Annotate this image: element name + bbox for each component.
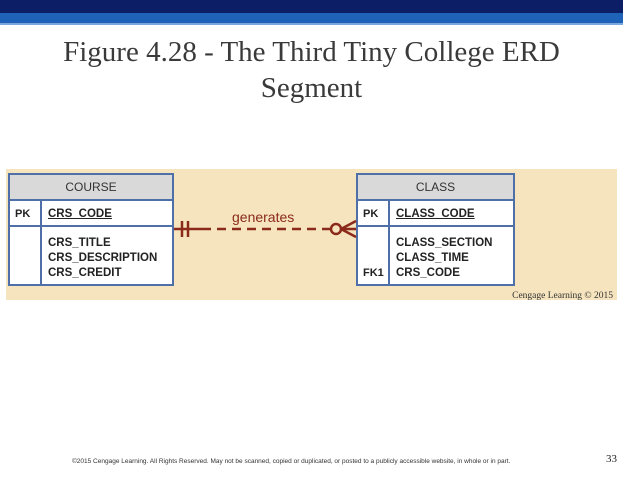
class-attribute: CLASS_TIME (396, 252, 469, 264)
course-pk-label: PK (10, 201, 42, 225)
slide-title: Figure 4.28 - The Third Tiny College ERD… (63, 36, 560, 104)
course-entity-name: COURSE (10, 175, 172, 201)
class-pk-label: PK (358, 201, 390, 225)
class-entity-name: CLASS (358, 175, 513, 201)
course-attribute-row: CRS_TITLE CRS_DESCRIPTION CRS_CREDIT (10, 227, 172, 285)
copyright-footer: ©2015 Cengage Learning. All Rights Reser… (72, 458, 511, 465)
optional-circle (329, 222, 343, 236)
header-band-light (0, 13, 623, 23)
course-attribute: CRS_DESCRIPTION (48, 252, 158, 264)
class-fk-label: FK1 (363, 267, 384, 279)
course-attribute: CRS_CREDIT (48, 267, 122, 279)
course-key-column (10, 227, 42, 285)
header-band-dark (0, 0, 623, 13)
relationship-label: generates (232, 209, 295, 225)
class-pk-row: PK CLASS_CODE (358, 201, 513, 227)
crowsfoot-lower (340, 227, 357, 239)
course-attribute: CRS_TITLE (48, 237, 111, 249)
course-pk-attribute: CRS_CODE (48, 208, 112, 220)
class-attribute-row: FK1 CLASS_SECTION CLASS_TIME CRS_CODE (358, 227, 513, 285)
class-pk-attribute: CLASS_CODE (396, 208, 475, 220)
header-band-line (0, 23, 623, 25)
class-attribute: CRS_CODE (396, 267, 460, 279)
class-entity: CLASS PK CLASS_CODE FK1 CLASS_SECTION CL… (356, 173, 515, 286)
crowsfoot-upper (340, 219, 357, 231)
course-pk-row: PK CRS_CODE (10, 201, 172, 227)
course-entity: COURSE PK CRS_CODE CRS_TITLE CRS_DESCRIP… (8, 173, 174, 286)
page-number: 33 (606, 453, 617, 465)
class-attribute-list: CLASS_SECTION CLASS_TIME CRS_CODE (390, 227, 513, 285)
class-attribute: CLASS_SECTION (396, 237, 493, 249)
class-key-column: FK1 (358, 227, 390, 285)
relationship-line (174, 219, 357, 239)
figure-credit: Cengage Learning © 2015 (512, 291, 613, 301)
course-attribute-list: CRS_TITLE CRS_DESCRIPTION CRS_CREDIT (42, 227, 172, 285)
